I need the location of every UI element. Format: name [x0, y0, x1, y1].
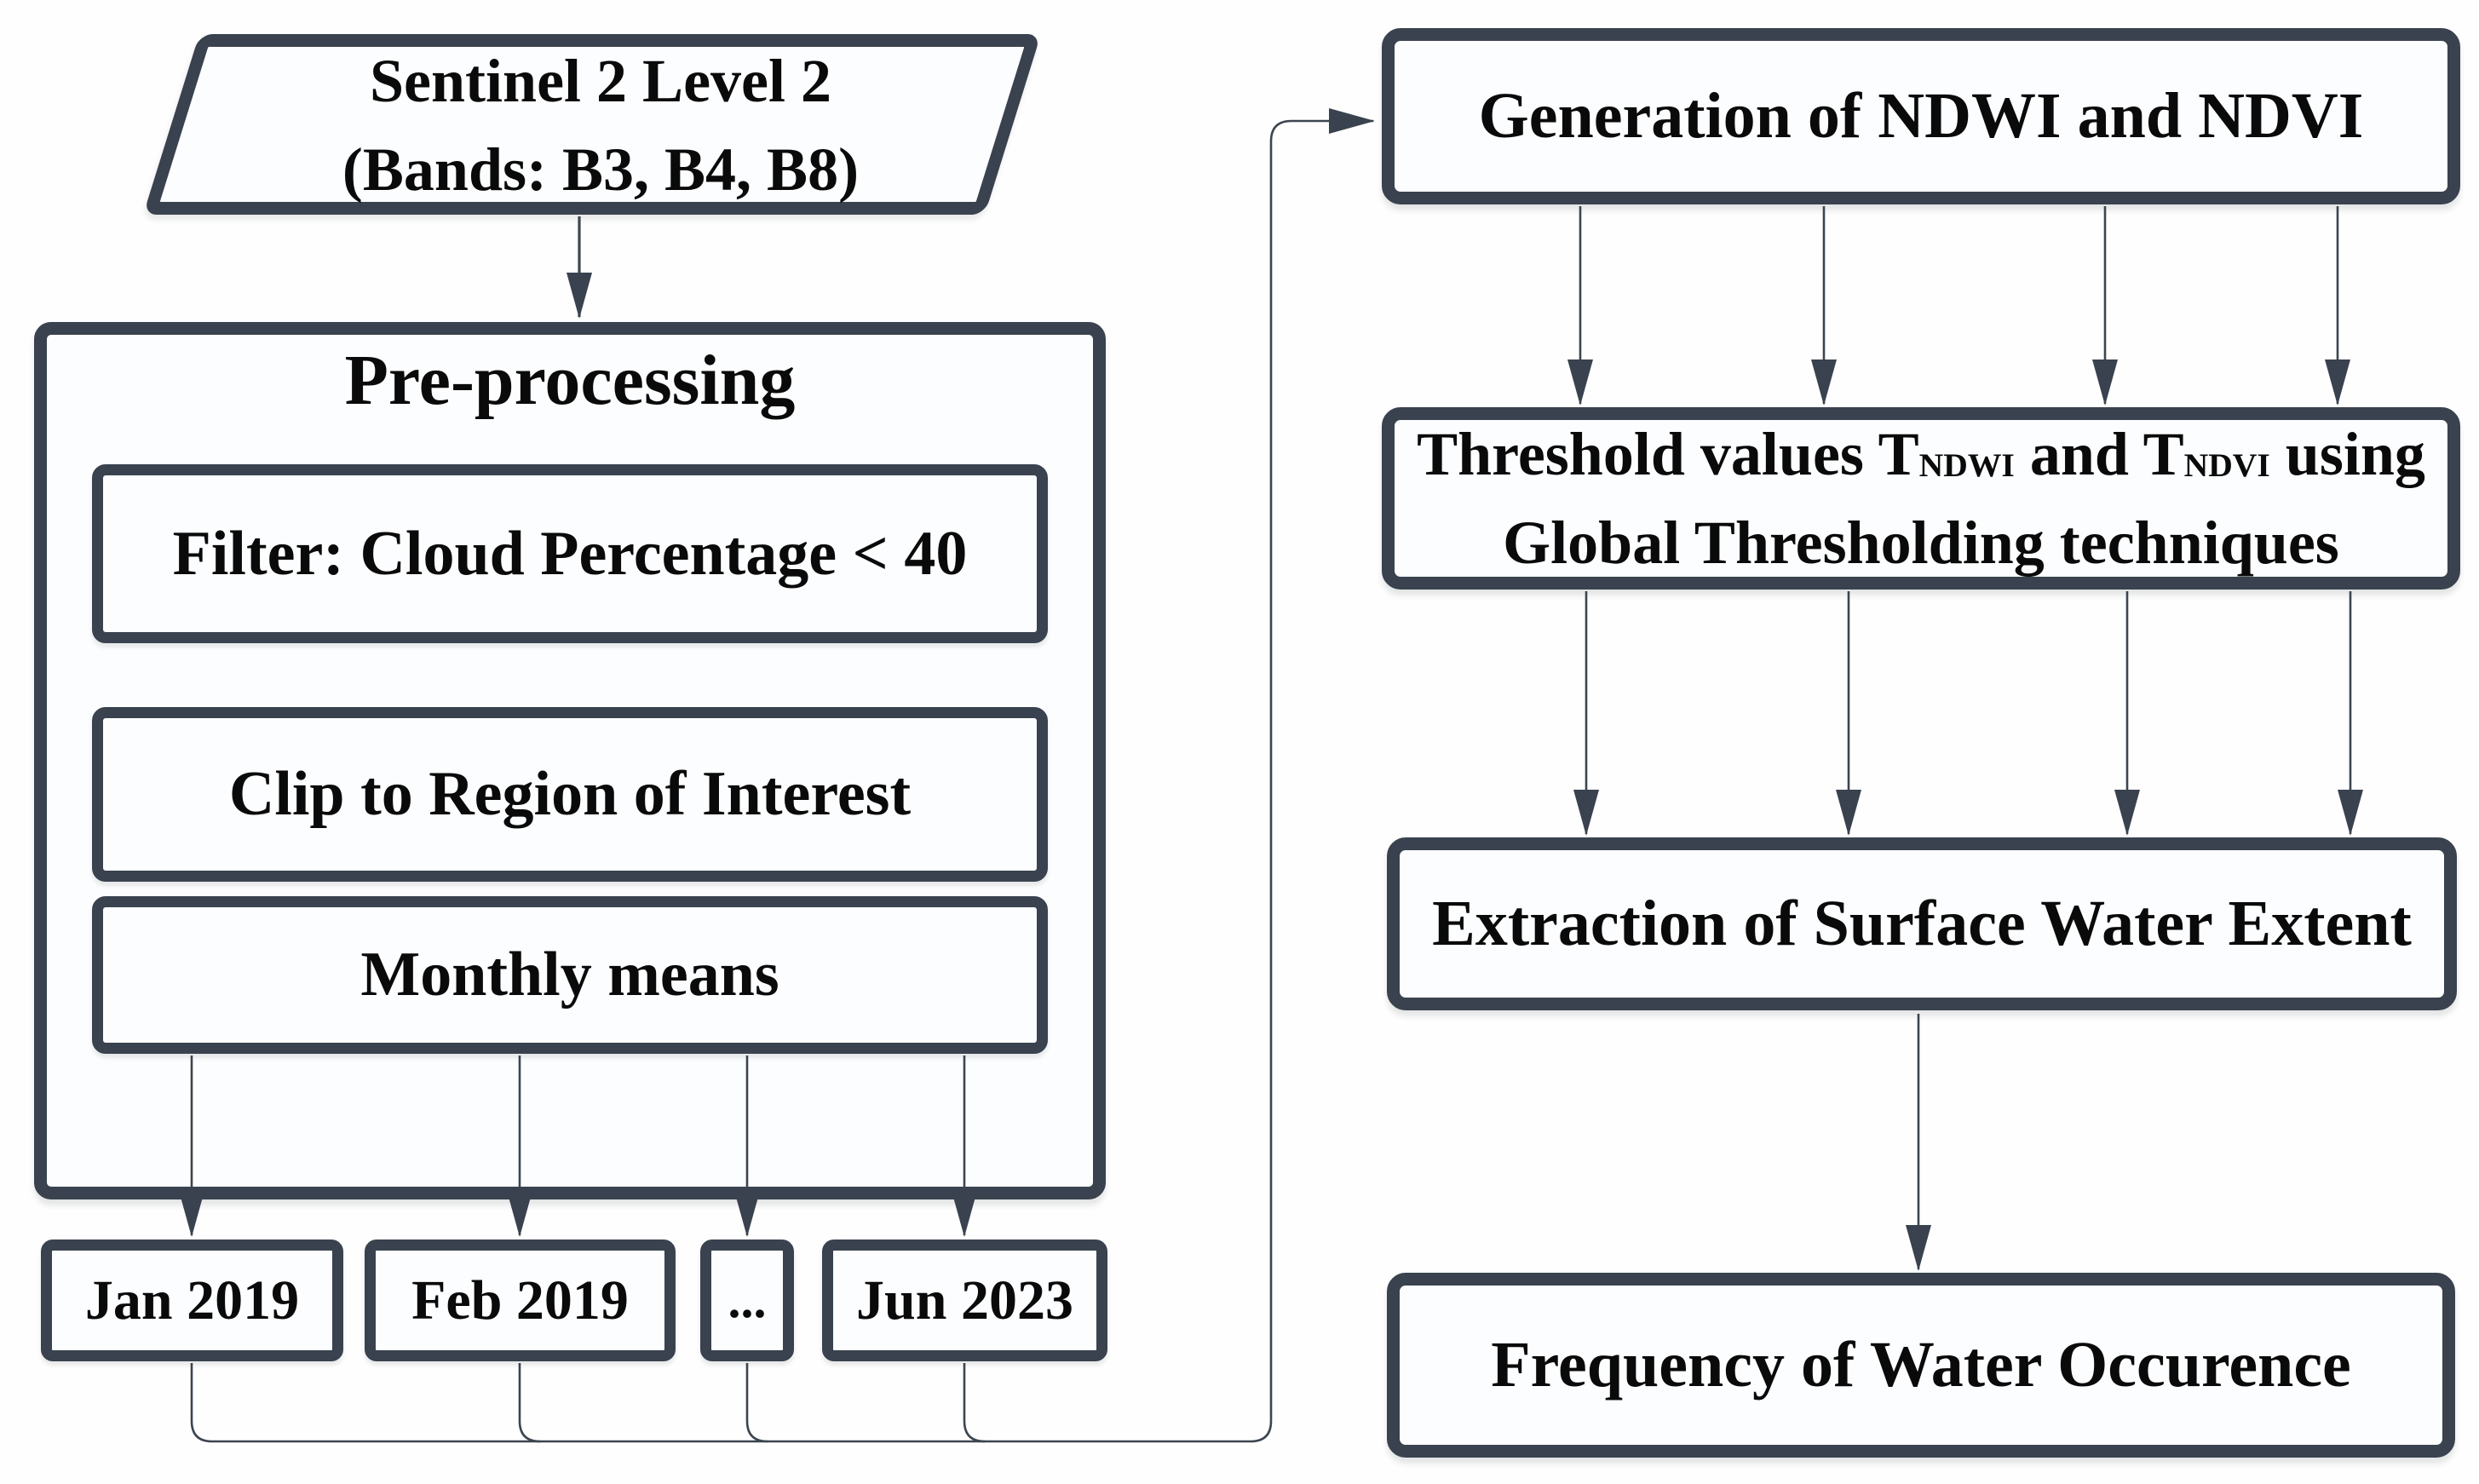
node-sentinel-source: Sentinel 2 Level 2 (Bands: B3, B4, B8): [170, 39, 1031, 211]
source-line2: (Bands: B3, B4, B8): [342, 135, 860, 204]
step-label: Monthly means: [360, 940, 779, 1009]
node-month-jan2019: Jan 2019: [41, 1240, 343, 1361]
threshold-line1: Threshold values TNDWI and TNDVI using: [1417, 410, 2425, 498]
node-extraction-surface-water: Extraction of Surface Water Extent: [1387, 837, 2457, 1010]
step-label: Clip to Region of Interest: [228, 759, 912, 829]
node-clip-region: Clip to Region of Interest: [92, 707, 1048, 882]
month-label: ...: [728, 1272, 767, 1328]
month-label: Jun 2023: [856, 1268, 1073, 1332]
threshold-text: using: [2269, 419, 2425, 488]
threshold-text: and T: [2014, 419, 2184, 488]
extraction-label: Extraction of Surface Water Extent: [1432, 888, 2412, 959]
edge-feb2019-drop: [518, 1363, 541, 1443]
threshold-subscript-ndwi: NDWI: [1918, 446, 2015, 484]
node-month-feb2019: Feb 2019: [365, 1240, 676, 1361]
month-label: Feb 2019: [411, 1268, 629, 1332]
node-generation-ndwi-ndvi: Generation of NDWI and NDVI: [1382, 28, 2460, 204]
step-label: Filter: Cloud Percentage < 40: [172, 518, 968, 589]
threshold-text: Threshold values T: [1417, 419, 1919, 488]
node-frequency-water-occurence: Frequency of Water Occurence: [1387, 1273, 2455, 1458]
node-filter-cloud-percentage: Filter: Cloud Percentage < 40: [92, 464, 1048, 643]
threshold-subscript-ndvi: NDVI: [2183, 446, 2270, 484]
source-line1: Sentinel 2 Level 2: [370, 46, 831, 115]
threshold-line2: Global Thresholding techniques: [1503, 509, 2339, 577]
node-threshold-values: Threshold values TNDWI and TNDVI using G…: [1382, 407, 2460, 590]
frequency-label: Frequency of Water Occurence: [1491, 1329, 2351, 1401]
node-monthly-means: Monthly means: [92, 896, 1048, 1054]
month-label: Jan 2019: [84, 1268, 300, 1332]
preprocessing-title: Pre-processing: [344, 341, 796, 420]
node-month-ellipsis: ...: [700, 1240, 794, 1361]
edge-ellipsis-drop: [745, 1363, 768, 1443]
generation-label: Generation of NDWI and NDVI: [1478, 80, 2364, 152]
node-month-jun2023: Jun 2023: [822, 1240, 1107, 1361]
edge-jun2023-drop: [963, 1363, 986, 1443]
